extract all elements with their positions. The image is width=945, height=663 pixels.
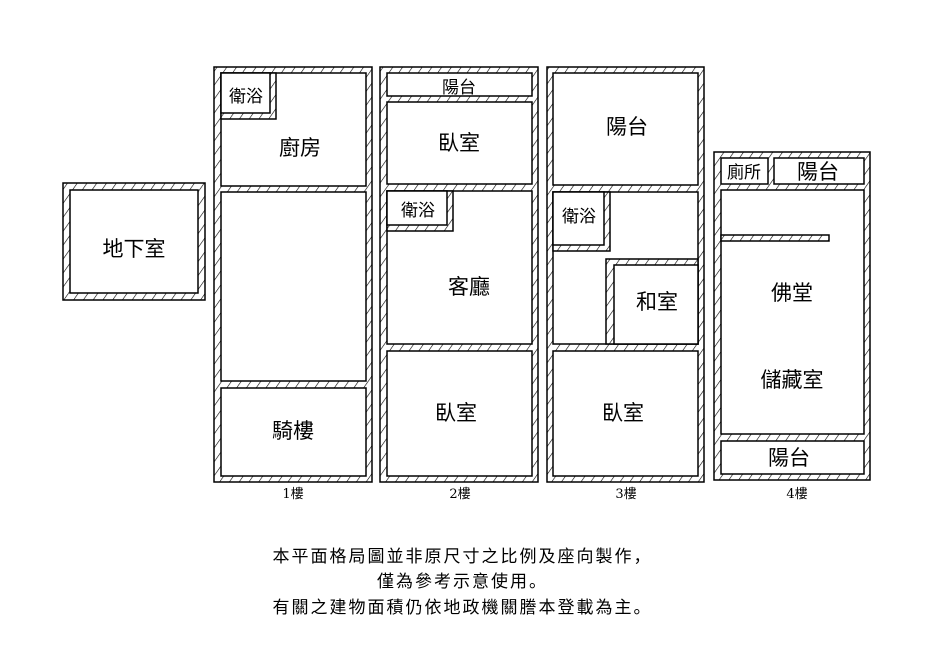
disclaimer-line-1: 本平面格局圖並非原尺寸之比例及座向製作， (272, 547, 653, 567)
floor1-label: 1樓 (282, 487, 303, 502)
floor4-shrine-label: 佛堂 (771, 281, 813, 305)
floor3-label: 3樓 (615, 487, 636, 502)
floor1-kitchen-label: 廚房 (279, 136, 321, 160)
floor1-bath-label: 衛浴 (229, 87, 263, 107)
floor2-bath-label: 衛浴 (401, 201, 435, 221)
floor3-balcony-label: 陽台 (606, 115, 648, 139)
floor2-label: 2樓 (449, 487, 470, 502)
floor3-japanese-room-label: 和室 (636, 290, 678, 314)
floor4-label: 4樓 (786, 487, 807, 502)
floor2-living-label: 客廳 (448, 275, 490, 299)
floor3-plan: 陽台 衛浴 和室 臥室 3樓 (546, 66, 705, 502)
floor4-balcony-bottom-label: 陽台 (768, 446, 810, 470)
floor4-toilet-label: 廁所 (727, 162, 761, 183)
basement-plan: 地下室 (62, 182, 206, 301)
floor2-bedroom-top-label: 臥室 (438, 131, 480, 155)
floor4-plan: 廁所 陽台 佛堂 儲藏室 陽台 4樓 (713, 151, 871, 502)
floor3-bath-label: 衛浴 (562, 207, 596, 227)
floor4-balcony-top-label: 陽台 (797, 160, 839, 184)
floor2-bedroom-bottom-label: 臥室 (435, 401, 477, 425)
disclaimer-line-3: 有關之建物面積仍依地政機關謄本登載為主。 (272, 598, 653, 618)
floor3-bedroom-label: 臥室 (602, 401, 644, 425)
basement-label: 地下室 (103, 237, 166, 261)
floor2-balcony-label: 陽台 (442, 78, 476, 98)
floor2-plan: 陽台 臥室 衛浴 客廳 臥室 2樓 (379, 66, 539, 502)
floor4-storage-label: 儲藏室 (761, 368, 824, 392)
floor1-plan: 衛浴 廚房 騎樓 1樓 (213, 66, 373, 502)
disclaimer-line-2: 僅為參考示意使用。 (377, 572, 548, 592)
floor1-arcade-label: 騎樓 (272, 419, 314, 443)
